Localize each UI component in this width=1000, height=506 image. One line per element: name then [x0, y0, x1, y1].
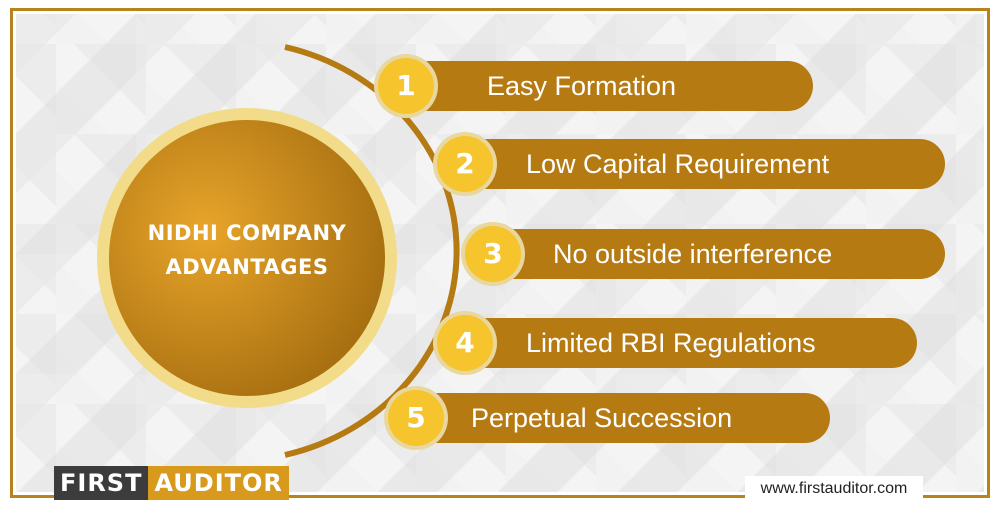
brand-logo: FIRST AUDITOR [54, 466, 289, 500]
advantage-number-1: 1 [378, 58, 434, 114]
advantage-label-2: Low Capital Requirement [526, 149, 830, 179]
hub-title: NIDHI COMPANY ADVANTAGES [122, 216, 372, 284]
brand-logo-auditor: AUDITOR [148, 466, 289, 500]
hub-title-line2: ADVANTAGES [165, 255, 329, 279]
connector-arc [284, 44, 460, 458]
border-frame [10, 8, 990, 498]
advantage-number-5: 5 [388, 390, 444, 446]
hub-title-line1: NIDHI COMPANY [147, 221, 347, 245]
advantage-label-1: Easy Formation [487, 71, 677, 101]
advantage-label-5: Perpetual Succession [471, 403, 733, 433]
advantage-number-4: 4 [437, 315, 493, 371]
advantage-number-3: 3 [465, 226, 521, 282]
advantage-bar-2: Low Capital Requirement [465, 139, 945, 189]
advantage-label-3: No outside interference [553, 239, 833, 269]
advantage-bar-1: Easy Formation [405, 61, 813, 111]
advantage-number-2: 2 [437, 136, 493, 192]
brand-logo-first: FIRST [54, 466, 149, 500]
advantage-bar-5: Perpetual Succession [413, 393, 830, 443]
hub-circle [109, 120, 385, 396]
advantage-label-4: Limited RBI Regulations [526, 328, 816, 358]
advantage-bar-4: Limited RBI Regulations [465, 318, 917, 368]
website-url: www.firstauditor.com [745, 476, 923, 502]
advantage-bar-3: No outside interference [490, 229, 945, 279]
